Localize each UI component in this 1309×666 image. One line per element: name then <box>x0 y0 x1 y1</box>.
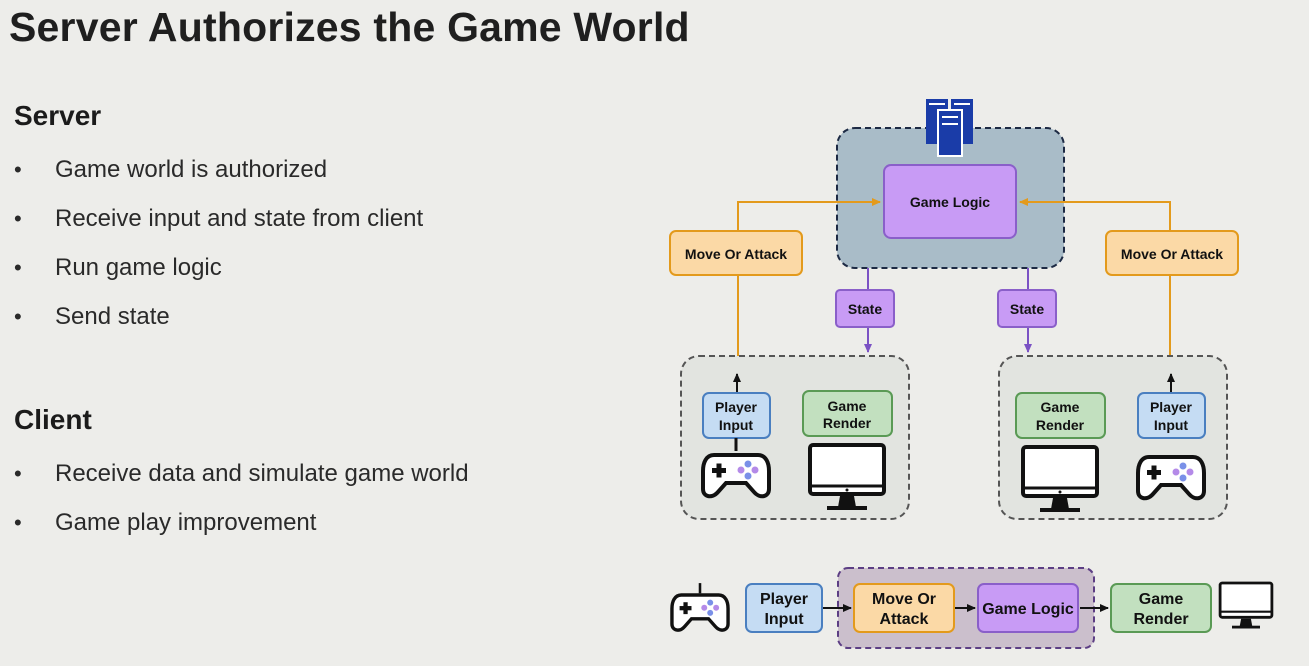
state-right-box <box>997 289 1057 328</box>
right-input-line <box>1019 198 1171 356</box>
pipeline-move-or-attack-label-1: Move Or <box>872 591 936 608</box>
server-bullet: Game world is authorized <box>14 155 423 204</box>
pipeline-player-input-box <box>745 583 823 633</box>
client-bullet-list: Receive data and simulate game world Gam… <box>14 459 469 557</box>
monitor-icon <box>1021 445 1099 512</box>
client-bullet: Receive data and simulate game world <box>14 459 469 508</box>
game-logic-label: Game Logic <box>910 194 990 210</box>
pipeline-move-or-attack-label-2: Attack <box>880 611 929 628</box>
game-render-right-label-2: Render <box>1036 417 1085 433</box>
player-input-right-box <box>1137 392 1206 439</box>
server-icon <box>926 99 973 157</box>
state-left-label: State <box>848 301 882 317</box>
state-left-box <box>835 289 895 328</box>
monitor-icon <box>808 443 886 510</box>
gamepad-icon <box>701 438 771 499</box>
left-input-line <box>737 198 881 356</box>
monitor-icon <box>1218 581 1274 629</box>
server-bullet: Run game logic <box>14 253 423 302</box>
pipeline-game-logic-label: Game Logic <box>982 601 1074 618</box>
page-title: Server Authorizes the Game World <box>9 4 690 50</box>
player-input-left-label-1: Player <box>715 399 758 415</box>
pipeline-move-or-attack-box <box>853 583 955 633</box>
player-input-left-label-2: Input <box>719 417 754 433</box>
gamepad-icon <box>670 583 730 632</box>
move-or-attack-left-label: Move Or Attack <box>685 246 787 262</box>
client-heading: Client <box>14 404 92 435</box>
move-or-attack-right-label: Move Or Attack <box>1121 246 1223 262</box>
game-render-right-label-1: Game <box>1041 399 1080 415</box>
gamepad-icon <box>1136 455 1206 501</box>
pipeline-game-render-label-2: Render <box>1133 611 1188 628</box>
server-heading: Server <box>14 100 102 131</box>
server-bullet: Send state <box>14 302 423 351</box>
server-bullet: Receive input and state from client <box>14 204 423 253</box>
server-bullet-list: Game world is authorized Receive input a… <box>14 155 423 351</box>
game-render-left-label-2: Render <box>823 415 872 431</box>
pipeline-player-input-label-2: Input <box>764 611 804 628</box>
pipeline-game-render-box <box>1110 583 1212 633</box>
game-render-right-box <box>1015 392 1106 439</box>
move-or-attack-right-box <box>1105 230 1239 276</box>
game-render-left-label-1: Game <box>828 398 867 414</box>
player-input-right-label-2: Input <box>1154 417 1189 433</box>
client-bullet: Game play improvement <box>14 508 469 557</box>
state-right-label: State <box>1010 301 1044 317</box>
pipeline-player-input-label-1: Player <box>760 591 808 608</box>
pipeline-game-logic-box <box>977 583 1079 633</box>
move-or-attack-left-box <box>669 230 803 276</box>
pipeline-game-render-label-1: Game <box>1139 591 1184 608</box>
game-render-left-box <box>802 390 893 437</box>
game-logic-box <box>883 164 1017 239</box>
player-input-right-label-1: Player <box>1150 399 1193 415</box>
